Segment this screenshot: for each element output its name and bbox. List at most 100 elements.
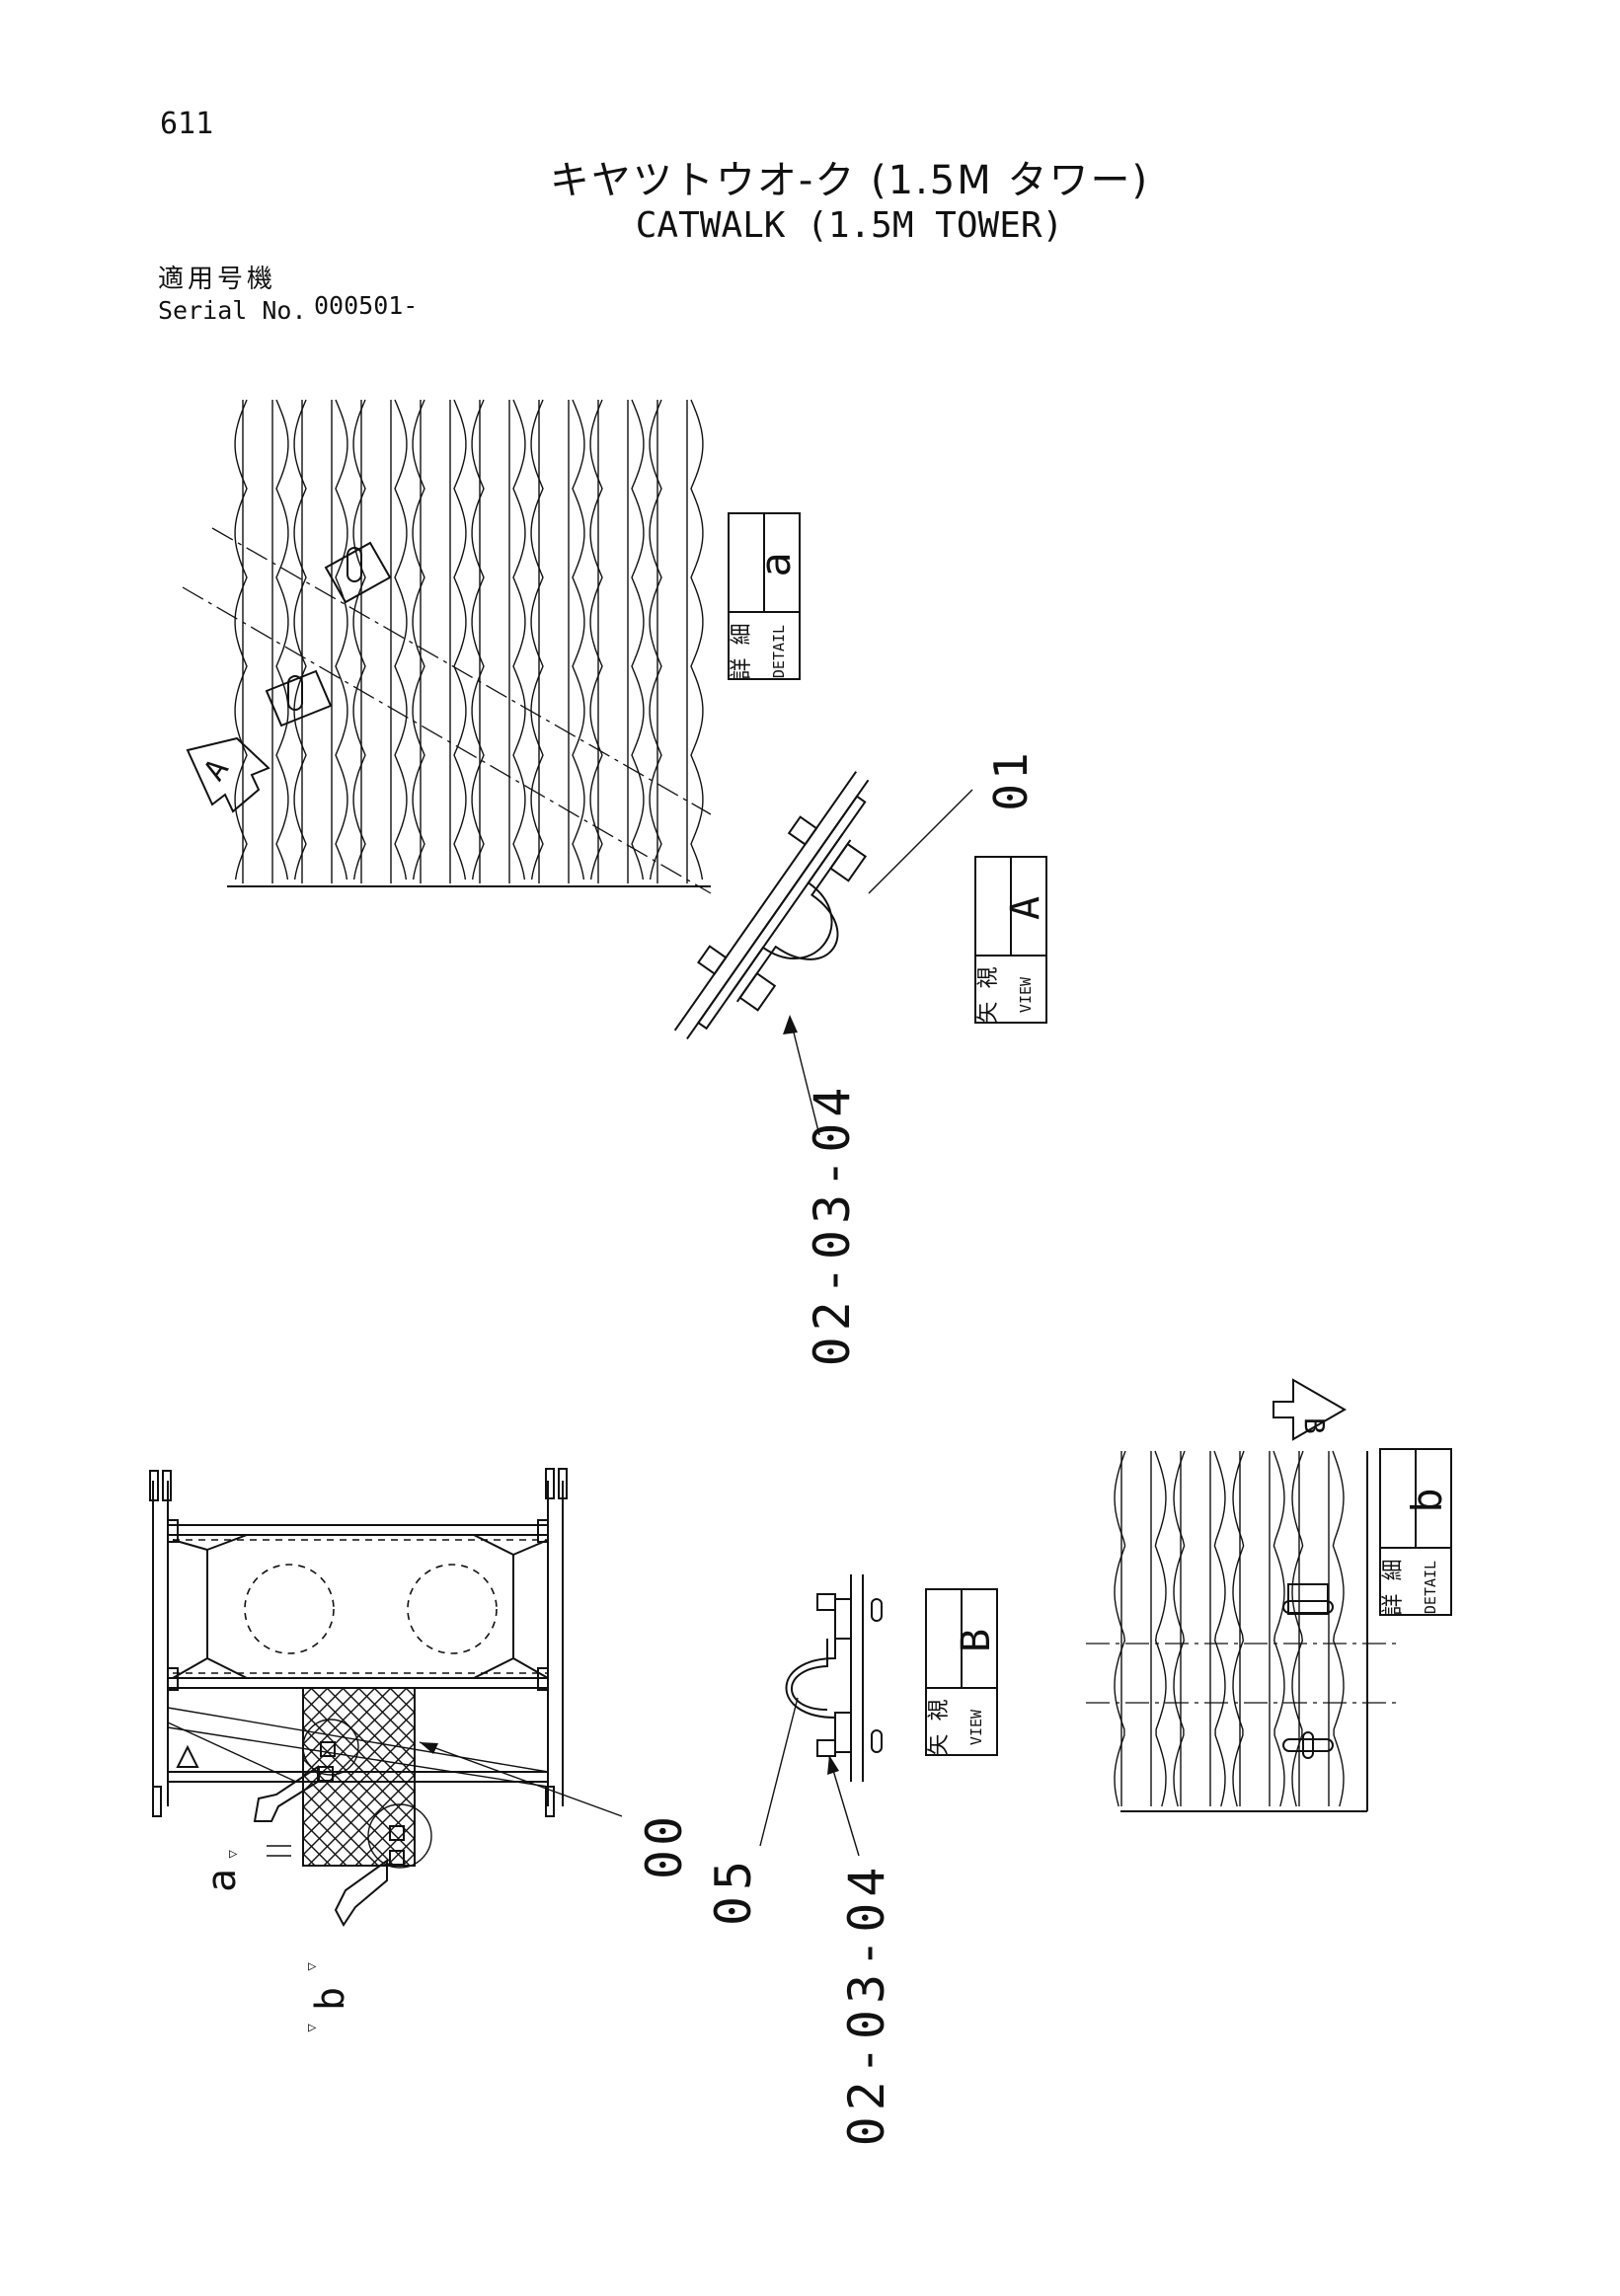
slot-clip-upper — [324, 541, 392, 604]
mesh-line — [303, 1522, 415, 1634]
title-japanese: キヤツトウオ-ク (1.5M タワー) — [549, 158, 1150, 203]
grating-a-bar — [631, 399, 645, 880]
mesh-line — [402, 1853, 415, 1866]
callout-b-marker-2: ▷ — [308, 2020, 317, 2035]
grating-a-bar — [471, 399, 485, 880]
detail-b-grating: B — [1086, 1378, 1402, 1812]
detail-b-letter: b — [1403, 1488, 1451, 1512]
mesh-line — [303, 1853, 316, 1866]
view-b-letter: B — [954, 1629, 999, 1652]
grating-a-bar — [293, 399, 307, 880]
mesh-line — [303, 1821, 347, 1866]
mesh-line — [303, 1870, 415, 1981]
callout-b-marker-1: ▷ — [308, 1958, 317, 1974]
view-a-sub: VIEW — [1017, 976, 1035, 1013]
grating-b-bar — [1154, 1450, 1167, 1807]
mesh-line — [303, 1917, 415, 2028]
mesh-grating — [302, 1491, 416, 2076]
mesh-line — [373, 1688, 415, 1729]
mesh-line — [303, 1870, 415, 1981]
part-number-02-03-04-lower: 02-03-04 — [838, 1862, 895, 2147]
view-b-sub: VIEW — [967, 1709, 985, 1745]
mesh-line — [303, 1695, 415, 1808]
page-number: 611 — [160, 107, 214, 141]
mesh-line — [303, 1917, 415, 2028]
grating-b-bar — [1114, 1450, 1126, 1807]
detail-b-sub: DETAIL — [1422, 1561, 1439, 1614]
mesh-line — [303, 1688, 392, 1777]
grating-a-bar — [649, 399, 662, 880]
grating-a-bar — [589, 399, 603, 880]
mesh-line — [303, 1964, 415, 2076]
grating-b-bar — [1173, 1450, 1186, 1807]
mesh-line — [303, 1688, 345, 1729]
grating-b-bar — [1332, 1450, 1345, 1807]
view-arrow-b-letter: B — [1298, 1417, 1331, 1434]
view-a-letter: A — [1003, 896, 1048, 920]
view-arrow-b: B — [1273, 1378, 1348, 1441]
mesh-line — [303, 1506, 415, 1618]
view-b-kanji: 矢 視 — [927, 1699, 952, 1755]
detail-b-box: 詳 細 DETAIL b — [1379, 1448, 1452, 1616]
mesh-line — [303, 1742, 415, 1856]
mesh-line — [303, 1885, 415, 1997]
mesh-line — [303, 1522, 415, 1634]
leader-01 — [868, 789, 973, 894]
mesh-line — [303, 1506, 415, 1618]
serial-label-english: Serial No. — [158, 296, 307, 325]
detail-a-sub: DETAIL — [770, 625, 788, 678]
view-a-clamp — [673, 771, 870, 1040]
mesh-line — [303, 1569, 415, 1681]
mesh-line — [303, 1554, 415, 1665]
catwalk-plan-view: a b ▷ ▷ ▷ — [149, 1468, 623, 2076]
mesh-line — [303, 1491, 415, 1602]
serial-label-japanese: 適用号機 — [158, 265, 277, 294]
part-number-02-03-04-upper: 02-03-04 — [804, 1082, 861, 1367]
mesh-line — [307, 1758, 415, 1866]
mesh-line — [339, 1790, 415, 1866]
callout-a: a — [199, 1869, 245, 1892]
part-number-05: 05 — [705, 1855, 762, 1926]
grating-a-bar — [453, 399, 467, 880]
detail-b-kanji: 詳 細 — [1381, 1559, 1406, 1615]
grating-b-bar — [1232, 1450, 1245, 1807]
callout-a-marker: ▷ — [229, 1846, 238, 1862]
grating-a-bar — [530, 399, 544, 880]
detail-a-box: 詳 細 DETAIL a — [728, 512, 801, 680]
grating-a-bar — [412, 399, 425, 880]
mesh-line — [303, 1885, 415, 1997]
mesh-line — [303, 1964, 415, 2076]
callout-b: b — [308, 1987, 353, 2011]
mesh-line — [405, 1688, 415, 1698]
mesh-line — [386, 1837, 415, 1866]
grating-b-bar — [1291, 1450, 1304, 1807]
detail-a-letter: a — [751, 552, 800, 576]
title-english: CATWALK (1.5M TOWER) — [635, 205, 1064, 246]
mesh-line — [303, 1554, 415, 1665]
view-arrow-a: A — [186, 736, 270, 813]
grating-a-bar — [572, 399, 585, 880]
mesh-line — [303, 1688, 329, 1714]
mesh-line — [303, 1711, 415, 1824]
b-clip-lower — [1282, 1731, 1334, 1759]
mesh-line — [303, 1569, 415, 1681]
grating-b-bar — [1213, 1450, 1226, 1807]
grating-a-bar — [335, 399, 348, 880]
view-a-kanji: 矢 視 — [976, 966, 1001, 1023]
b-clip-upper — [1282, 1583, 1334, 1615]
grating-a-bar — [690, 399, 704, 880]
leader-020304-upper — [789, 1016, 820, 1136]
view-a-box: 矢 視 VIEW A — [974, 856, 1048, 1024]
mesh-line — [389, 1688, 415, 1714]
mesh-line — [303, 1726, 415, 1840]
view-b-clamp — [759, 1574, 883, 1857]
detail-a-kanji: 詳 細 — [730, 623, 754, 679]
grating-a-bar — [394, 399, 408, 880]
grating-b-bar — [1273, 1450, 1285, 1807]
mesh-line — [354, 1805, 415, 1866]
detail-a-grating: A — [182, 399, 712, 894]
mesh-line — [303, 1837, 332, 1866]
view-b-box: 矢 視 VIEW B — [925, 1588, 999, 1756]
slot-clip-lower — [265, 669, 333, 727]
